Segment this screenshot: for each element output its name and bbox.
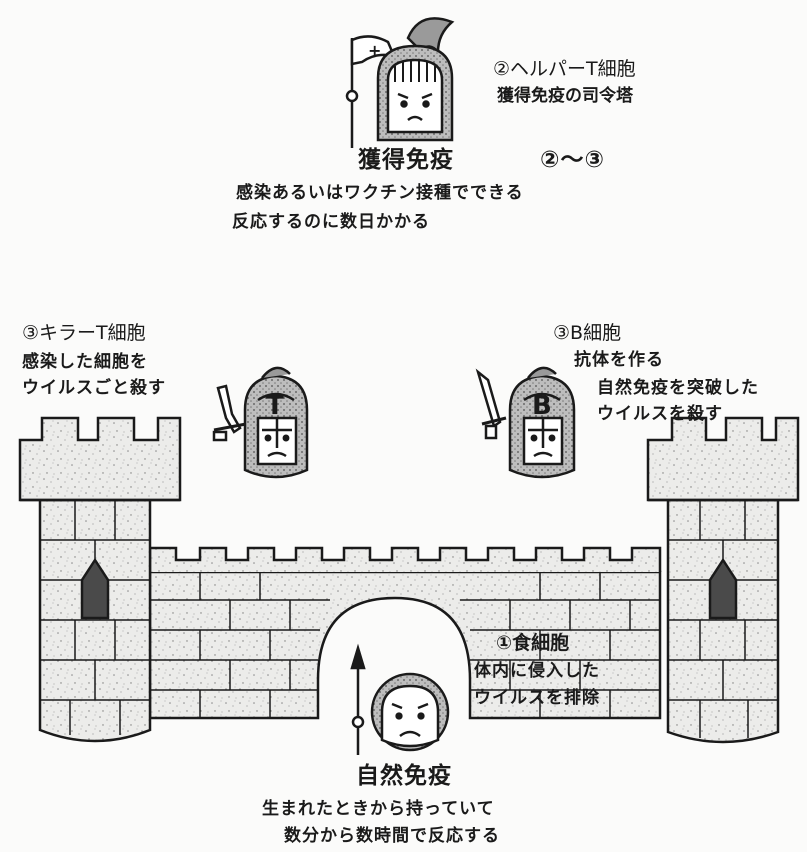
b-cell-knight	[475, 366, 576, 479]
acquired-immunity-line2: 反応するのに数日かかる	[232, 212, 430, 232]
innate-immunity-line2: 数分から数時間で反応する	[284, 826, 500, 846]
killer-t-line1: 感染した細胞を	[22, 352, 148, 372]
phagocyte-line1: 体内に侵入した	[474, 661, 600, 681]
acquired-immunity-line1: 感染あるいはワクチン接種でできる	[236, 183, 524, 203]
helper-t-description: 獲得免疫の司令塔	[497, 86, 633, 106]
castle-wall	[148, 546, 662, 720]
innate-immunity-line1: 生まれたときから持っていて	[262, 799, 495, 819]
helper-t-knight	[345, 17, 455, 148]
innate-immunity-title: 自然免疫	[356, 763, 452, 789]
left-tower	[18, 416, 182, 743]
killer-t-helmet-letter: T	[266, 391, 284, 421]
b-cell-line3: ウイルスを殺す	[597, 404, 723, 424]
b-cell-title: ③B細胞	[553, 322, 622, 344]
phagocyte-knight	[350, 643, 450, 755]
sword-icon	[475, 368, 502, 428]
flag-symbol: +	[368, 41, 381, 60]
helper-t-title: ②ヘルパーT細胞	[493, 58, 636, 80]
killer-t-line2: ウイルスごと殺す	[22, 378, 166, 398]
killer-t-title: ③キラーT細胞	[22, 322, 146, 344]
sword-icon	[216, 384, 242, 434]
b-cell-line2: 自然免疫を突破した	[597, 378, 759, 398]
right-tower	[646, 416, 800, 744]
acquired-immunity-range: ②〜③	[540, 147, 605, 173]
phagocyte-title: ①食細胞	[496, 632, 570, 654]
b-cell-helmet-letter: B	[532, 391, 552, 421]
b-cell-line1: 抗体を作る	[574, 350, 664, 370]
left-tower-window	[80, 557, 110, 620]
phagocyte-line2: ウイルスを排除	[474, 688, 600, 708]
spear-icon	[350, 643, 366, 670]
killer-t-knight	[212, 366, 309, 479]
right-tower-window	[708, 557, 738, 620]
acquired-immunity-title: 獲得免疫	[358, 147, 454, 173]
